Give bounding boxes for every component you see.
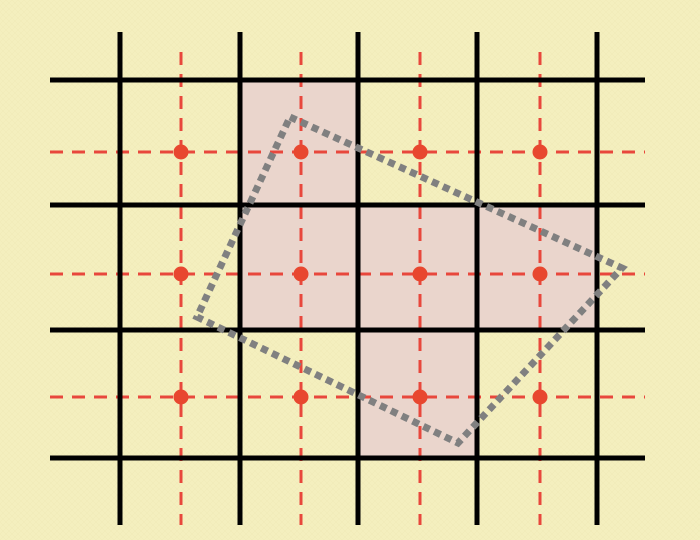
sample-point bbox=[412, 144, 428, 160]
sample-point bbox=[412, 389, 428, 405]
sample-point bbox=[173, 266, 189, 282]
sample-points bbox=[173, 144, 548, 405]
sample-point bbox=[293, 144, 309, 160]
sample-point bbox=[532, 144, 548, 160]
pixel-grid-lines bbox=[50, 32, 645, 525]
sample-point bbox=[173, 144, 189, 160]
sample-point bbox=[293, 389, 309, 405]
sample-point bbox=[532, 266, 548, 282]
sample-point bbox=[412, 266, 428, 282]
sample-point bbox=[293, 266, 309, 282]
rotated-rectangle-outline bbox=[192, 112, 628, 448]
sample-point bbox=[173, 389, 189, 405]
sample-point bbox=[532, 389, 548, 405]
